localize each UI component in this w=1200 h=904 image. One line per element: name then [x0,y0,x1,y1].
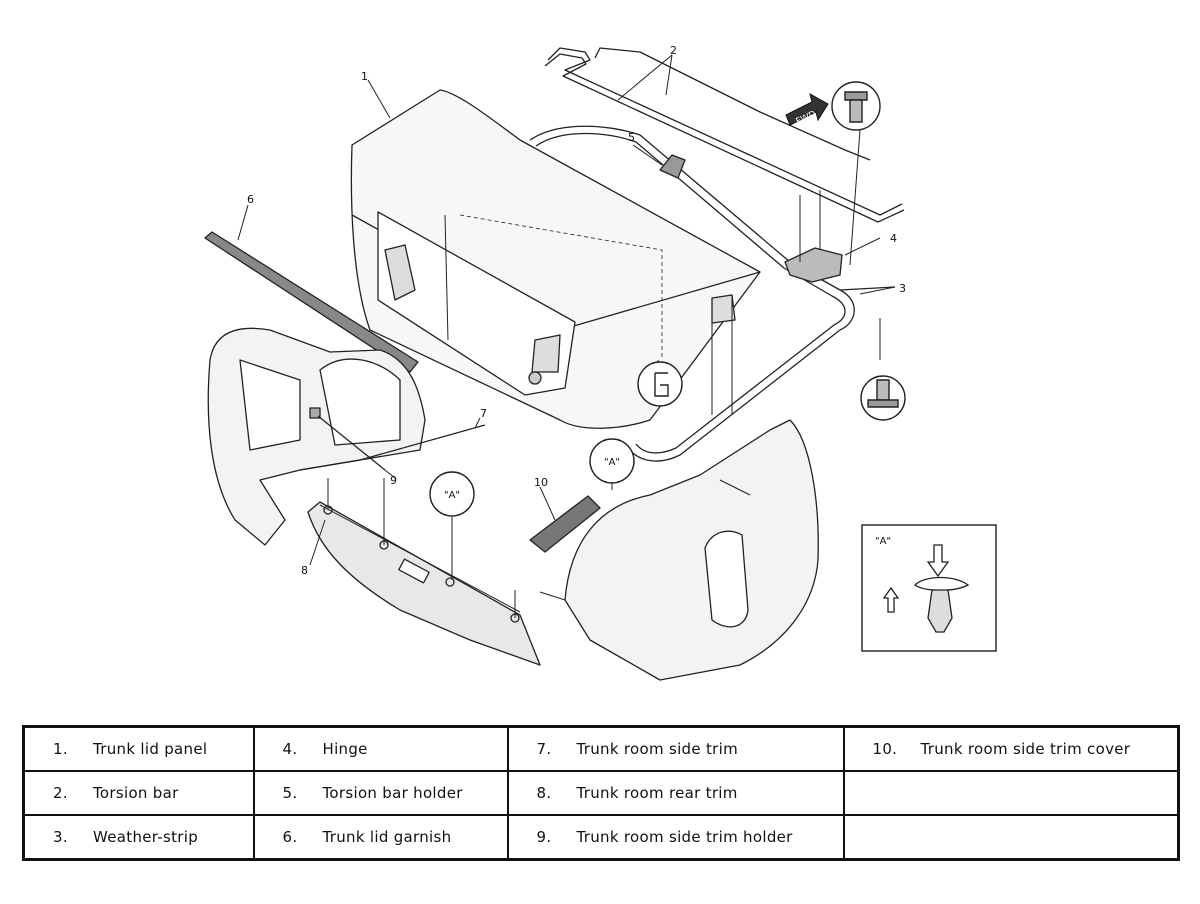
legend-number: 1. [53,740,68,758]
legend-row: 1. Trunk lid panel 4. Hinge 7. Trunk room s… [22,725,1180,772]
exploded-parts-diagram: FWD "A" "A" "A" 1 2 3 [204,44,997,681]
legend-text: Trunk lid garnish [322,828,452,846]
legend-cell: 6. Trunk lid garnish [252,814,509,861]
legend-text: Trunk room rear trim [576,784,738,802]
callout-3: 3 [899,282,906,295]
callout-4: 4 [890,232,897,245]
callout-labels: 1 2 3 4 5 6 7 8 9 10 [247,44,906,577]
legend-cell [842,770,1180,816]
legend-number: 3. [53,828,68,846]
legend-cell: 1. Trunk lid panel [22,725,255,772]
view-a-inset: "A" [861,524,997,652]
legend-text: Weather-strip [93,828,199,846]
trunk-lid-garnish-drawing [204,231,419,373]
legend-cell: 10. Trunk room side trim cover [842,725,1180,772]
callout-7: 7 [480,407,487,420]
legend-row: 2. Torsion bar 5. Torsion bar holder 8. Tru… [22,770,1180,816]
legend-text: Trunk room side trim holder [576,828,793,846]
legend-number: 6. [282,828,298,846]
legend-number: 4. [282,740,298,758]
legend-number: 9. [536,828,552,846]
legend-cell: 5. Torsion bar holder [252,770,509,816]
legend-number: 5. [282,784,298,802]
hinge-drawing [711,190,843,415]
clip-detail-icon [637,361,683,407]
trunk-room-side-trim-drawing [207,327,486,546]
bolt-detail-top-icon [831,81,881,131]
trunk-room-side-trim-cover-drawing [529,495,601,553]
fwd-arrow-icon: FWD [785,93,829,127]
callout-2: 2 [670,44,677,57]
callout-6: 6 [247,193,254,206]
legend-text: Trunk room side trim cover [920,740,1131,758]
legend-text: Torsion bar holder [322,784,463,802]
legend-number: 10. [872,740,898,758]
weather-strip-drawing [529,125,896,462]
trunk-room-side-trim-right-drawing [539,419,819,681]
legend-text: Trunk room side trim [576,740,738,758]
trunk-room-rear-trim-drawing [307,478,541,666]
trunk-lid-panel-drawing [350,89,761,429]
legend-cell [842,814,1180,861]
view-a-inset-label: "A" [875,536,891,547]
callout-9: 9 [390,474,397,487]
legend-text: Torsion bar [93,784,179,802]
legend-number: 8. [536,784,552,802]
legend-cell: 4. Hinge [252,725,509,772]
legend-number: 7. [536,740,552,758]
legend-cell: 3. Weather-strip [22,814,255,861]
bolt-detail-bottom-icon [860,375,906,421]
callout-1: 1 [361,70,368,83]
callout-10: 10 [534,476,548,489]
legend-number: 2. [53,784,68,802]
legend-text: Hinge [322,740,368,758]
legend-cell: 2. Torsion bar [22,770,255,816]
callout-8: 8 [301,564,308,577]
callout-5: 5 [628,131,635,144]
legend-text: Trunk lid panel [93,740,208,758]
torsion-bar-drawing [544,47,905,223]
view-a-reference-1: "A" [429,471,475,517]
legend-row: 3. Weather-strip 6. Trunk lid garnish 9. Tr… [22,814,1180,861]
legend-cell: 7. Trunk room side trim [506,725,845,772]
view-a-reference-2: "A" [589,438,635,484]
view-a-ref-2-label: "A" [604,457,620,468]
view-a-ref-1-label: "A" [444,490,460,501]
trunk-room-side-trim-holder-drawing [309,407,386,471]
legend-cell: 9. Trunk room side trim holder [506,814,845,861]
legend-cell: 8. Trunk room rear trim [506,770,845,816]
parts-legend-table: 1. Trunk lid panel 4. Hinge 7. Trunk room s… [22,725,1180,861]
torsion-bar-holder-drawing [659,154,686,179]
